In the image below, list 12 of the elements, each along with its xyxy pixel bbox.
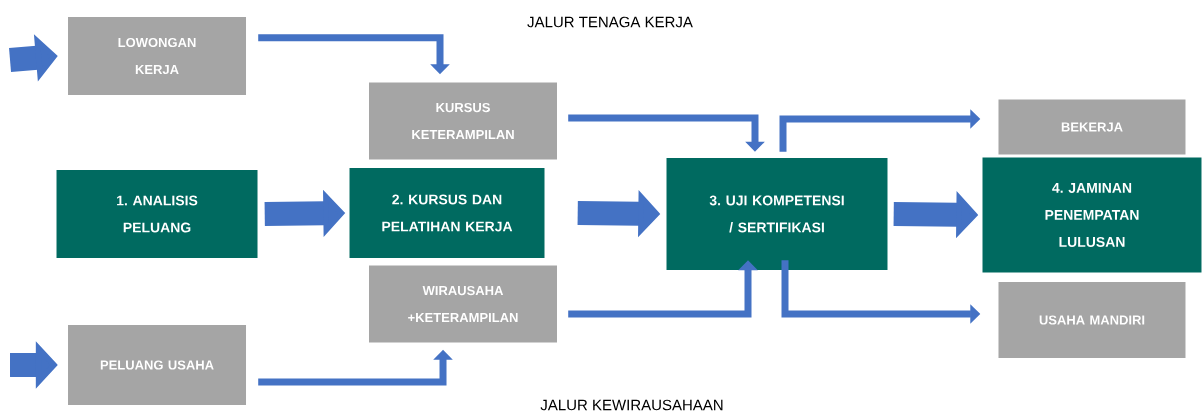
info-box: PELUANG USAHA (68, 325, 246, 405)
info-box: KURSUS KETERAMPILAN (369, 82, 557, 160)
process-box: 1. ANALISIS PELUANG (56, 170, 258, 258)
path-label: JALUR KEWIRAUSAHAAN (540, 399, 723, 411)
path-label: JALUR TENAGA KERJA (527, 16, 693, 28)
info-box: USAHA MANDIRI (998, 282, 1186, 358)
info-box: WIRAUSAHA +KETERAMPILAN (369, 265, 557, 343)
process-box: 3. UJI KOMPETENSI / SERTIFIKASI (666, 158, 888, 270)
process-box: 4. JAMINAN PENEMPATAN LULUSAN (982, 157, 1202, 273)
info-box: BEKERJA (998, 99, 1186, 155)
process-box: 2. KURSUS DAN PELATIHAN KERJA (349, 168, 545, 258)
info-box: LOWONGAN KERJA (68, 17, 246, 95)
